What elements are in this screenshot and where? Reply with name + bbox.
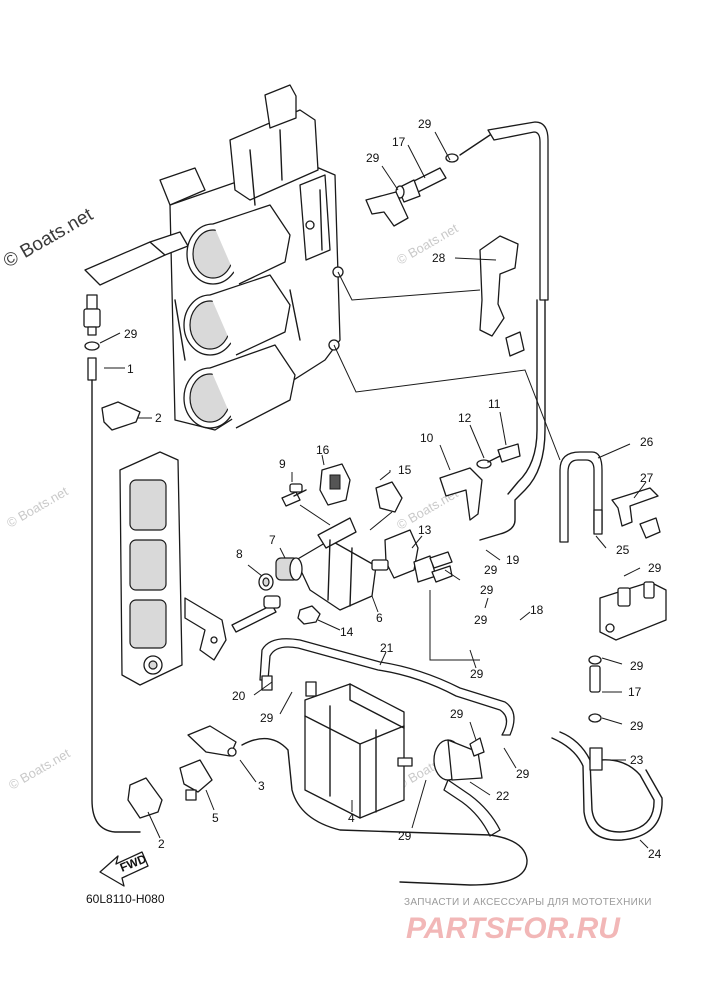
intake-gasket-plate	[119, 451, 227, 686]
callout-29-k: 29	[630, 719, 644, 733]
site-tagline: ЗАПЧАСТИ И АКСЕССУАРЫ ДЛЯ МОТОТЕХНИКИ	[404, 897, 652, 908]
callout-18: 18	[530, 603, 544, 617]
watermark-small-3: © Boats.net	[394, 220, 461, 267]
callout-22: 22	[496, 789, 510, 803]
upper-hose-group	[365, 121, 549, 541]
callout-5: 5	[212, 811, 219, 825]
callout-14: 14	[340, 625, 354, 639]
callout-29-i: 29	[260, 711, 274, 725]
leader-lines	[99, 131, 649, 849]
callout-21: 21	[380, 641, 394, 655]
callout-6: 6	[376, 611, 383, 625]
callout-27: 27	[640, 471, 654, 485]
part-callouts: 1 2 2 3 4 5 6 7 8 9 10 11 12 13 14 15 16…	[124, 117, 662, 861]
callout-29-m: 29	[398, 829, 412, 843]
watermark-main: © Boats.net	[0, 204, 97, 272]
bracket-assembly	[231, 443, 521, 633]
callout-25: 25	[616, 543, 630, 557]
callout-1: 1	[127, 362, 134, 376]
callout-3: 3	[258, 779, 265, 793]
callout-17-lower: 17	[628, 685, 642, 699]
callout-10: 10	[420, 431, 434, 445]
callout-16: 16	[316, 443, 330, 457]
callout-29-l: 29	[516, 767, 530, 781]
callout-23: 23	[630, 753, 644, 767]
callout-2-upper: 2	[155, 411, 162, 425]
callout-9: 9	[279, 457, 286, 471]
callout-26: 26	[640, 435, 654, 449]
canister-group	[179, 638, 528, 886]
callout-8: 8	[236, 547, 243, 561]
hose-1-assembly	[83, 294, 163, 833]
callout-29-h: 29	[630, 659, 644, 673]
callout-29-n: 29	[474, 613, 488, 627]
fwd-arrow: FWD	[99, 851, 149, 887]
callout-20: 20	[232, 689, 246, 703]
engine-block-drawing	[84, 84, 344, 431]
watermark-small-1: © Boats.net	[4, 483, 71, 530]
callout-4: 4	[348, 811, 355, 825]
callout-29-g: 29	[470, 667, 484, 681]
callout-2-lower: 2	[158, 837, 165, 851]
vapor-separator-group	[551, 451, 667, 841]
callout-29-b: 29	[366, 151, 380, 165]
callout-24: 24	[648, 847, 662, 861]
site-logo: PARTSFOR.RU	[406, 912, 621, 945]
callout-29-a: 29	[418, 117, 432, 131]
watermark-small-2: © Boats.net	[6, 745, 73, 792]
callout-15: 15	[398, 463, 412, 477]
callout-29-e: 29	[648, 561, 662, 575]
callout-29-j: 29	[450, 707, 464, 721]
callout-11: 11	[488, 397, 501, 411]
callout-29-c: 29	[124, 327, 138, 341]
callout-29-f: 29	[480, 583, 494, 597]
callout-19: 19	[506, 553, 520, 567]
diagram-code: 60L8110-H080	[86, 892, 165, 906]
callout-12: 12	[458, 411, 472, 425]
callout-17-top: 17	[392, 135, 406, 149]
callout-7: 7	[269, 533, 276, 547]
callout-28: 28	[432, 251, 446, 265]
callout-13: 13	[418, 523, 432, 537]
callout-29-d: 29	[484, 563, 498, 577]
